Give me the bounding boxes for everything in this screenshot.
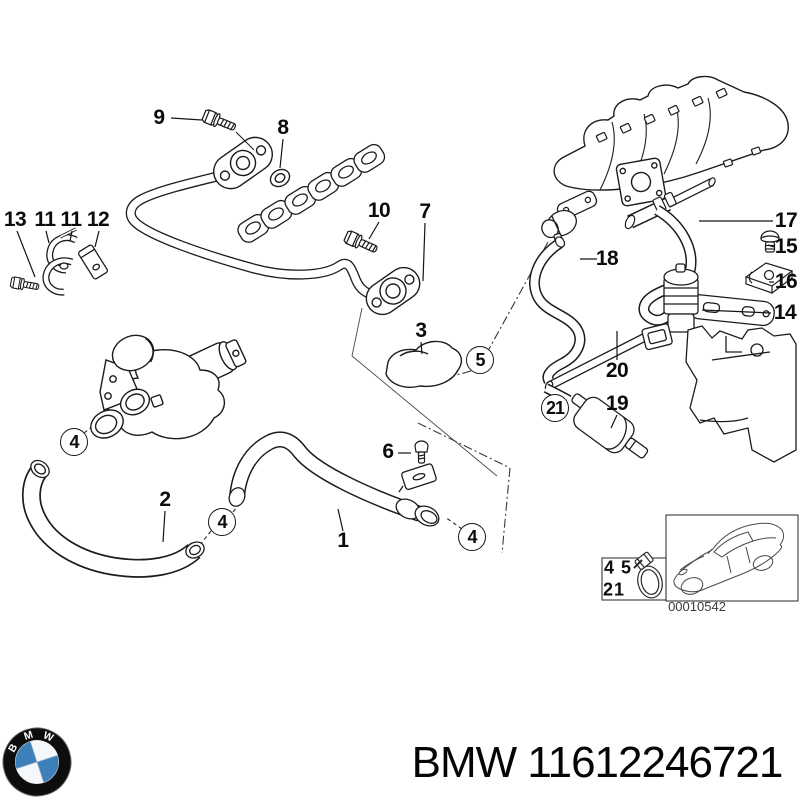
callout-14: 14	[773, 301, 797, 324]
callout-20: 20	[605, 359, 629, 382]
construction-lines-solid	[351, 307, 498, 477]
callout-4: 4	[458, 523, 486, 551]
part-intake-manifold	[553, 75, 789, 207]
callout-4: 4	[60, 428, 88, 456]
leader-line	[368, 221, 380, 240]
callout-2: 2	[159, 488, 171, 511]
callout-13: 13	[3, 208, 27, 231]
part-thermostat-housing	[90, 334, 247, 440]
callout-19: 19	[605, 392, 629, 415]
leader-line	[45, 230, 50, 244]
callout-18: 18	[595, 247, 619, 270]
leader-line	[767, 244, 775, 248]
part-bracket-6	[398, 463, 437, 493]
leader-line	[94, 230, 100, 248]
leader-line	[422, 222, 426, 282]
callout-5: 5	[466, 346, 494, 374]
part-hose-18	[529, 236, 586, 384]
part-egr-pipe	[125, 168, 371, 298]
part-flange-upper	[213, 136, 273, 190]
callout-3: 3	[415, 319, 427, 342]
callout-11: 11	[34, 208, 56, 231]
callout-4-5: 4 5	[603, 557, 633, 578]
leader-line	[701, 309, 772, 314]
logo-letter-m: M	[22, 729, 34, 743]
part-clip-nut-16	[744, 262, 794, 294]
bmw-logo: B M W	[2, 727, 72, 797]
callout-21: 21	[541, 394, 569, 422]
part-filter-19	[571, 393, 649, 459]
callout-21: 21	[602, 579, 626, 600]
callout-10: 10	[367, 199, 391, 222]
part-pipe-20	[543, 325, 662, 405]
callout-12: 12	[86, 208, 110, 231]
clamp-illustration	[633, 551, 663, 599]
part-support-bracket	[685, 325, 797, 463]
callout-1: 1	[337, 529, 349, 552]
callout-7: 7	[419, 200, 431, 223]
leader-line	[610, 414, 618, 429]
callout-9: 9	[153, 106, 165, 129]
diagram-code: 00010542	[668, 599, 726, 614]
leader-line	[162, 510, 166, 543]
bolt-6-icon	[414, 440, 429, 464]
callout-8: 8	[277, 116, 289, 139]
part-pipe-1	[228, 431, 440, 527]
part-clamps-11	[42, 227, 78, 296]
car-illustration	[673, 522, 785, 595]
callout-6: 6	[382, 440, 394, 463]
leader-line	[337, 508, 344, 532]
part-seal-ring-8	[269, 168, 291, 188]
part-hose-2	[22, 459, 205, 578]
leader-line	[279, 138, 284, 169]
part-gasket-chain	[237, 143, 386, 243]
part-plate-12	[78, 244, 108, 280]
bmw-logo-quadrants	[15, 740, 59, 784]
callout-4: 4	[208, 508, 236, 536]
car-inset-box	[665, 514, 799, 602]
callout-11: 11	[60, 208, 82, 231]
callout-15: 15	[774, 235, 798, 258]
part-vacuum-valve	[541, 190, 598, 245]
leader-line	[170, 117, 203, 121]
part-number-title: BMW 11612246721	[411, 738, 784, 787]
callout-16: 16	[774, 270, 798, 293]
callout-17: 17	[774, 209, 798, 232]
part-rivet-15	[760, 230, 780, 253]
logo-letter-w: W	[41, 729, 55, 744]
leader-line	[420, 341, 423, 355]
leader-line	[16, 230, 36, 278]
part-cover-3	[385, 340, 463, 388]
leader-line	[69, 230, 73, 242]
part-flange-lower	[365, 266, 421, 316]
bolt9-axis-line	[235, 131, 255, 151]
